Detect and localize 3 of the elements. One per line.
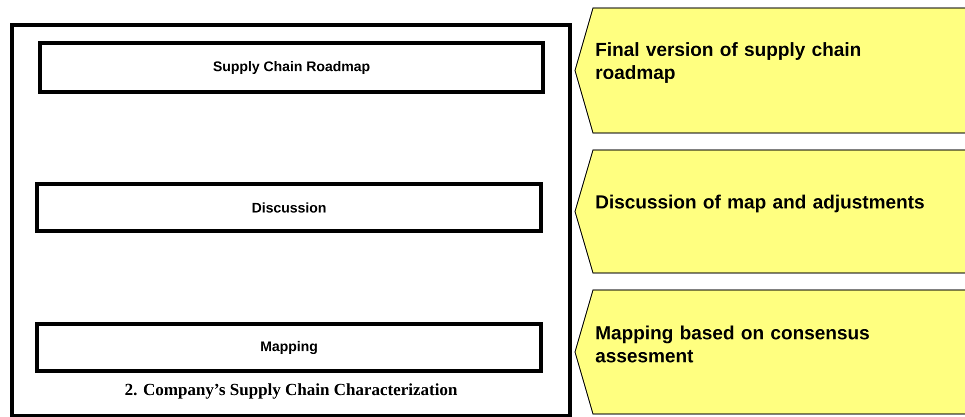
step-box: Discussion [35, 182, 543, 233]
step-box: Supply Chain Roadmap [38, 41, 545, 94]
step-box: Mapping [35, 322, 543, 373]
